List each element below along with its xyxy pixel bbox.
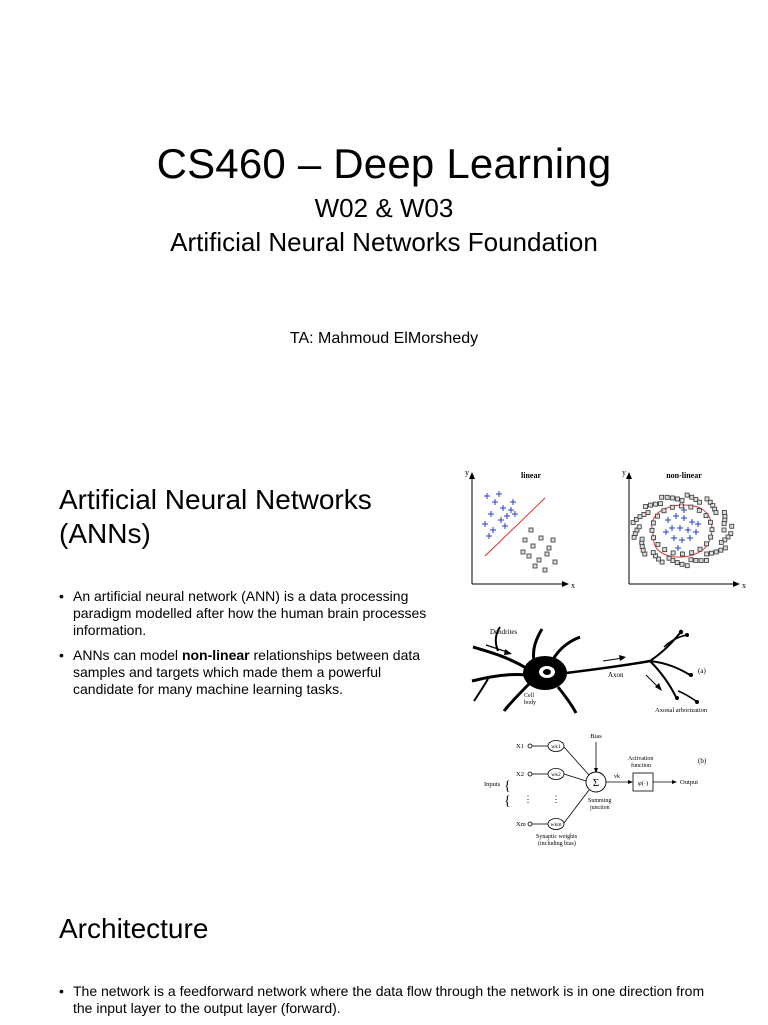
nonlinear-x-axis-label: x <box>742 581 746 590</box>
weight-wk2-label: wk2 <box>551 772 561 778</box>
cell-body-label-2: body <box>524 700 536 706</box>
nonlinear-emphasis: non-linear <box>181 647 250 663</box>
nonlinear-class-b-points <box>630 492 735 569</box>
linear-x-axis-label: x <box>571 581 575 590</box>
axon-label: Axon <box>608 671 624 679</box>
activation-phi: φ(·) <box>638 780 648 787</box>
nonlinear-y-axis-label: y <box>622 468 626 477</box>
ann-section-title: Artificial Neural Networks (ANNs) <box>59 484 372 549</box>
input-xm-label: Xm <box>516 821 526 828</box>
architecture-section-title: Architecture <box>59 913 209 944</box>
activation-label-1: Activation <box>628 756 653 762</box>
summing-junction-label-2: junction <box>589 805 610 811</box>
ann-bullet-list: An artificial neural network (ANN) is a … <box>59 588 431 706</box>
synaptic-weights-label-2: (including bias) <box>538 840 576 847</box>
ann-bullet-2: ANNs can model non-linear relationships … <box>59 647 431 698</box>
slide-subtitle-weeks: W02 & W03 <box>314 193 454 223</box>
summing-junction-label-1: Summing <box>588 798 611 804</box>
activation-label-2: function <box>631 762 651 769</box>
inputs-brace-top: { <box>504 779 511 794</box>
architecture-bullet-list: The network is a feedforward network whe… <box>59 983 719 1025</box>
linear-plot: y x linear <box>465 468 575 590</box>
linear-y-axis-label: y <box>465 468 469 477</box>
vk-label: vk <box>614 774 620 780</box>
ann-bullet-1: An artificial neural network (ANN) is a … <box>59 588 431 639</box>
input-x2-label: X2 <box>516 771 524 778</box>
perceptron-diagram: Bias X1 wk1 X2 wk2 ⋮ ⋮ Xm wkm Inputs { {… <box>484 733 707 847</box>
axonal-arborization-label: Axonal arborization <box>655 707 708 714</box>
nonlinear-plot-label: non-linear <box>666 471 702 480</box>
weight-wk1-label: wk1 <box>551 744 561 750</box>
summing-sigma: Σ <box>593 777 599 789</box>
weight-wkm-label: wkm <box>551 822 563 828</box>
slide-subtitle-topic: Artificial Neural Networks Foundation <box>170 227 598 257</box>
synaptic-weights-label-1: Synaptic weights <box>536 834 578 840</box>
nonlinear-class-a-points <box>663 507 701 551</box>
svg-text:⋮: ⋮ <box>552 794 561 804</box>
biological-neuron-diagram: Dendrites Cell body Axon (a) Axonal arbo… <box>471 626 708 714</box>
linear-class-b-points <box>520 527 558 573</box>
architecture-bullet-1: The network is a feedforward network whe… <box>59 983 719 1017</box>
figure-a-label: (a) <box>698 667 706 675</box>
figure-b-label: (b) <box>698 757 707 765</box>
inputs-brace-bottom: { <box>504 794 511 809</box>
output-label: Output <box>680 779 698 786</box>
dendrites-label: Dendrites <box>490 628 517 636</box>
bias-label: Bias <box>590 733 602 740</box>
cell-body-label-1: Cell <box>524 693 534 699</box>
input-x1-label: X1 <box>516 743 524 750</box>
ta-name: TA: Mahmoud ElMorshedy <box>289 330 479 347</box>
nonlinear-plot: y x non-linear <box>622 468 746 590</box>
inputs-label: Inputs <box>484 781 501 788</box>
svg-text:⋮: ⋮ <box>524 794 533 804</box>
slide-title: CS460 – Deep Learning <box>156 140 612 187</box>
linear-class-a-points <box>482 491 518 539</box>
linear-plot-label: linear <box>521 471 541 480</box>
